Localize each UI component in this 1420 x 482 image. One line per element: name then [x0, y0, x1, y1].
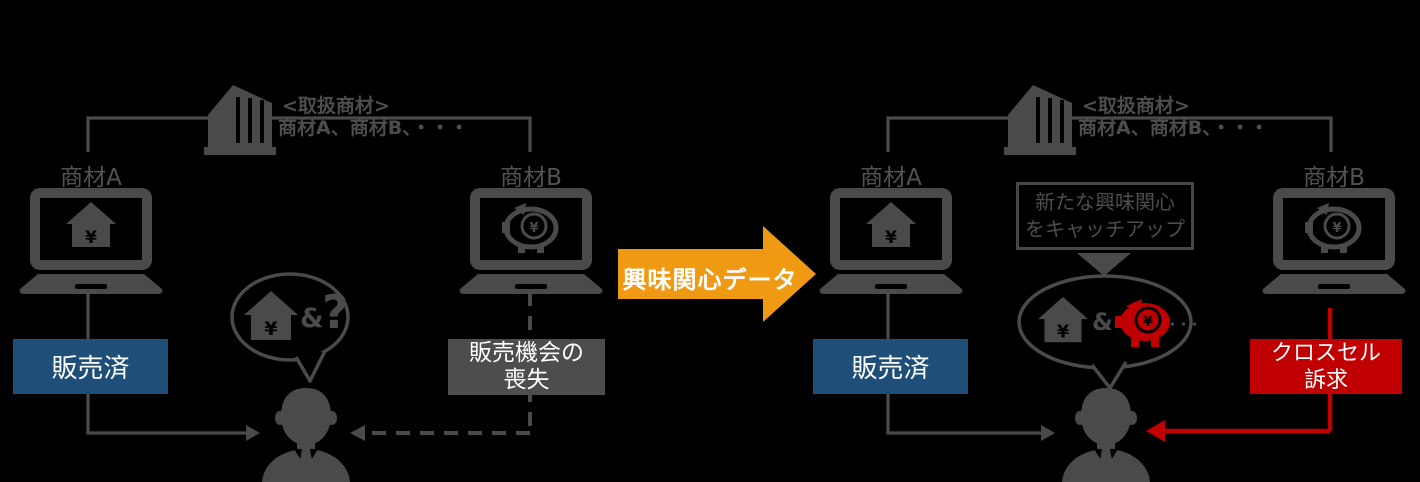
cross-sell-line2: 訴求 — [1303, 367, 1348, 393]
ellipsis-glyph: ・・・ — [1166, 318, 1201, 333]
catchup-line2: をキャッチアップ — [1025, 217, 1185, 241]
product-a-label-right: 商材A — [860, 165, 922, 191]
lost-opportunity-line2: 喪失 — [503, 367, 550, 393]
interest-data-arrow-label: 興味関心データ — [622, 266, 798, 294]
bubble-outline — [230, 272, 350, 383]
house-icon: ¥ — [866, 202, 916, 248]
question-mark-glyph: ? — [322, 285, 349, 339]
sold-box-label: 販売済 — [851, 354, 930, 384]
laptop-product-b-icon: ¥ — [459, 188, 603, 294]
catchup-box: 新たな興味関心 をキャッチアップ — [1016, 182, 1194, 250]
product-b-label-right: 商材B — [1303, 165, 1365, 191]
laptop-product-a-icon-right: ¥ — [819, 188, 963, 294]
product-b-label: 商材B — [500, 165, 562, 191]
sold-box: 販売済 — [13, 339, 168, 394]
thought-bubble-right: ¥ & ¥ ・・・ — [1016, 274, 1201, 390]
vendor-heading-right: <取扱商材> — [1082, 95, 1190, 117]
laptop-product-a-icon: ¥ — [19, 188, 163, 294]
piggy-bank-icon: ¥ — [502, 203, 559, 253]
bubble-outline — [1017, 274, 1193, 390]
svg-text:¥: ¥ — [1057, 323, 1070, 343]
interest-data-arrow — [618, 226, 816, 322]
vendor-products-right: 商材A、商材B、・・・ — [1078, 117, 1269, 139]
lost-opportunity-box: 販売機会の 喪失 — [448, 339, 605, 395]
cross-sell-line1: クロスセル — [1270, 340, 1381, 366]
cross-sell-box: クロスセル 訴求 — [1250, 339, 1402, 394]
customer-silhouette-left — [262, 388, 350, 482]
svg-text:¥: ¥ — [1332, 221, 1341, 236]
catchup-pointer-icon — [1077, 253, 1131, 276]
svg-text:¥: ¥ — [85, 228, 97, 248]
product-a-label: 商材A — [60, 165, 122, 191]
ampersand-glyph: & — [300, 303, 324, 334]
svg-text:¥: ¥ — [529, 221, 538, 236]
vendor-products: 商材A、商材B、・・・ — [278, 117, 469, 139]
customer-silhouette-right — [1062, 388, 1150, 482]
thought-bubble-left: ¥ & ? — [228, 271, 352, 383]
vendor-building-icon-right — [1004, 85, 1076, 155]
piggy-bank-icon: ¥ — [1305, 203, 1362, 253]
vendor-heading: <取扱商材> — [282, 95, 390, 117]
catchup-line1: 新たな興味関心 — [1035, 190, 1175, 214]
laptop-product-b-icon-right: ¥ — [1262, 188, 1406, 294]
vendor-building-icon — [204, 85, 276, 155]
ampersand-glyph: & — [1092, 308, 1113, 336]
sold-box-label: 販売済 — [51, 354, 130, 384]
svg-text:¥: ¥ — [264, 318, 277, 340]
svg-text:¥: ¥ — [885, 228, 897, 248]
house-icon: ¥ — [66, 202, 116, 248]
piggy-bank-red-icon: ¥ — [1115, 299, 1170, 347]
house-icon: ¥ — [244, 291, 298, 340]
house-icon: ¥ — [1038, 296, 1088, 343]
sold-box-right: 販売済 — [813, 339, 968, 394]
svg-text:¥: ¥ — [1143, 314, 1153, 330]
lost-opportunity-line1: 販売機会の — [469, 340, 584, 366]
